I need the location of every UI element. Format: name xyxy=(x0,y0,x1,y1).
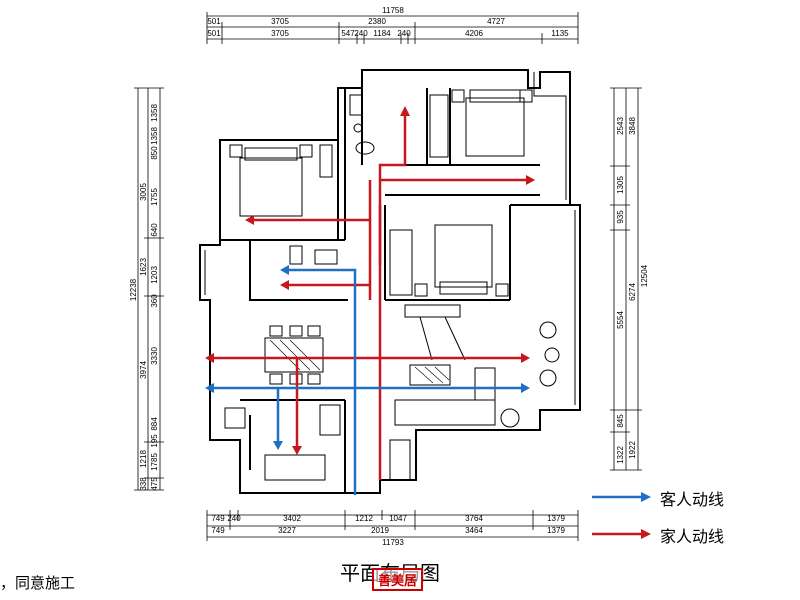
dim-left-inner-7: 3330 xyxy=(150,347,159,365)
watermark-stamp: 善美居 xyxy=(372,568,424,591)
furniture xyxy=(224,89,560,481)
dim-bottom-1-2: 3402 xyxy=(283,514,301,523)
dim-right-inner-1: 1305 xyxy=(616,176,625,194)
dim-top-2-2: 547 xyxy=(341,29,355,38)
dim-bottom-1-1: 240 xyxy=(227,514,241,523)
dim-left-inner-9: 195 xyxy=(150,434,159,448)
dim-top-1-2: 2380 xyxy=(368,17,386,26)
dim-left-outer-0: 3005 xyxy=(139,183,148,201)
dim-bottom-2-3: 3464 xyxy=(465,526,483,535)
dim-top-1-1: 3705 xyxy=(271,17,289,26)
dim-bottom-2-1: 3227 xyxy=(278,526,296,535)
left-dimensions xyxy=(134,87,164,491)
dim-left-inner-3: 1755 xyxy=(150,188,159,206)
dim-left-outer-3: 1218 xyxy=(139,450,148,468)
dim-left-inner-6: 360 xyxy=(150,294,159,308)
dim-top-2-7: 1135 xyxy=(551,29,569,38)
dim-top-2-3: 240 xyxy=(354,29,368,38)
dim-left-inner-5: 1203 xyxy=(150,266,159,284)
right-dimensions xyxy=(610,87,642,471)
legend-family-label: 家人动线 xyxy=(660,527,725,546)
dim-right-inner-5: 845 xyxy=(616,414,625,428)
dim-left-inner-4: 640 xyxy=(150,223,159,237)
hatched-furniture xyxy=(269,339,450,384)
dim-right-inner-6: 1922 xyxy=(628,441,637,459)
guest-flow-arrowheads xyxy=(205,265,530,450)
dim-bottom-1-5: 3764 xyxy=(465,514,483,523)
dim-right-inner-2: 935 xyxy=(616,210,625,224)
dim-top-1-3: 4727 xyxy=(487,17,505,26)
dim-top-2-6: 4206 xyxy=(465,29,483,38)
dim-bottom-total: 11793 xyxy=(382,538,404,547)
dim-left-inner-0: 1358 xyxy=(150,104,159,122)
dim-left-inner-2: 850 xyxy=(150,146,159,160)
dim-bottom-1-6: 1379 xyxy=(547,514,565,523)
dim-top-2-1: 3705 xyxy=(271,29,289,38)
dim-bottom-1-0: 749 xyxy=(211,514,225,523)
dim-left-outer-4: 338 xyxy=(139,477,148,491)
dim-left-inner-10: 1785 xyxy=(150,453,159,471)
bottom-dimensions xyxy=(206,510,579,541)
dim-right-inner-4: 5554 xyxy=(616,311,625,329)
dim-top-2-5: 240 xyxy=(397,29,411,38)
guest-flow-lines xyxy=(210,268,525,495)
dim-right-outer-0: 3848 xyxy=(628,117,637,135)
dim-top-total: 11758 xyxy=(382,6,404,15)
dim-left-inner-8: 884 xyxy=(150,417,159,431)
dim-top-2-0: 501 xyxy=(207,29,221,38)
legend-guest-label: 客人动线 xyxy=(660,490,725,509)
dim-left-inner-1: 1358 xyxy=(150,127,159,145)
legend-guest-arrow xyxy=(592,492,651,502)
dim-right-inner-7: 1322 xyxy=(616,446,625,464)
dim-bottom-1-4: 1047 xyxy=(389,514,407,523)
dim-left-outer-1: 1623 xyxy=(139,258,148,276)
dim-right-inner-0: 2543 xyxy=(616,117,625,135)
legend-family-arrow xyxy=(592,529,651,539)
dim-left-total: 12238 xyxy=(129,278,138,301)
dim-right-inner-3: 6274 xyxy=(628,283,637,301)
dim-bottom-2-4: 1379 xyxy=(547,526,565,535)
approval-note: ，同意施工 xyxy=(0,574,76,592)
family-flow-arrowheads xyxy=(205,106,535,455)
dim-top-1-0: 501 xyxy=(207,17,221,26)
walls xyxy=(199,69,581,494)
dim-bottom-2-0: 749 xyxy=(211,526,225,535)
dim-right-outer-1: 12504 xyxy=(640,264,649,287)
dim-bottom-2-2: 2019 xyxy=(371,526,389,535)
top-dimensions xyxy=(206,12,579,44)
dim-left-inner-11: 475 xyxy=(150,477,159,491)
dim-top-2-4: 1184 xyxy=(373,29,391,38)
dim-bottom-1-3: 1212 xyxy=(355,514,373,523)
dim-left-outer-2: 3974 xyxy=(139,361,148,379)
